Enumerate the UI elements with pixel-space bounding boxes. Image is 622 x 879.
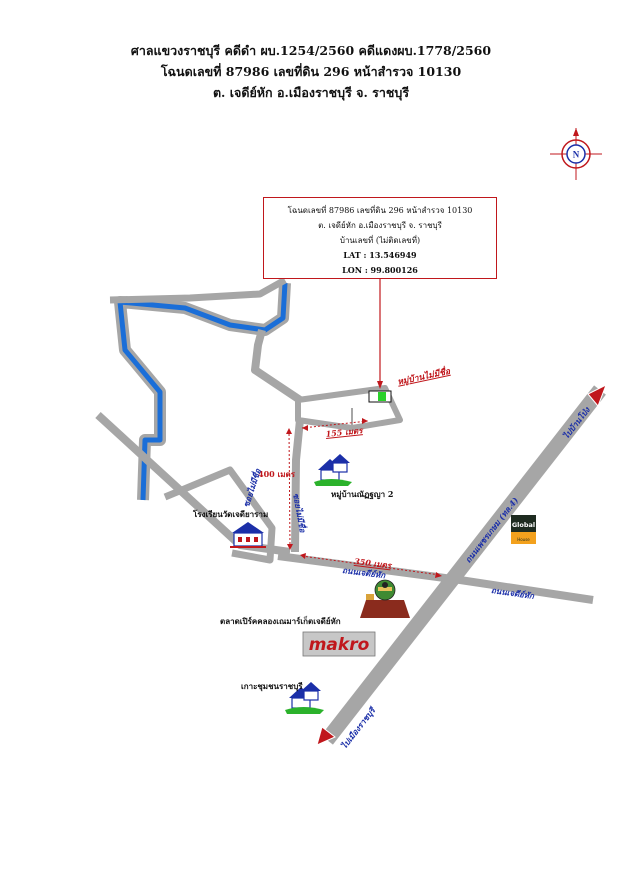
info-line-1: โฉนดเลขที่ 87986 เลขที่ดิน 296 หน้าสำรวจ… [287, 206, 473, 215]
target-parcel [368, 390, 392, 403]
plot-road [295, 385, 403, 431]
school-icon [230, 522, 266, 548]
info-line-2: ต. เจดีย์หัก อ.เมืองราชบุรี จ. ราชบุรี [318, 221, 442, 230]
map-header: ศาลแขวงราชบุรี คดีดำ ผบ.1254/2560 คดีแดง… [0, 40, 622, 103]
road-phet-kasem [321, 385, 606, 745]
market-icon [360, 579, 410, 618]
road-school-loop [163, 466, 276, 564]
global-house-logo: Global House [511, 515, 536, 544]
soi-main [291, 419, 304, 553]
dimension-350 [301, 555, 441, 576]
label-village-2: หมู่บ้านณัฏฐญา 2 [331, 489, 394, 499]
label-market: ตลาดเปิร์คคลองเณมาร์เก็ตเจดีย์หัก [220, 616, 341, 626]
info-lat: LAT : 13.546949 [343, 250, 417, 260]
header-line-1: ศาลแขวงราชบุรี คดีดำ ผบ.1254/2560 คดีแดง… [130, 43, 492, 58]
header-line-3: ต. เจดีย์หัก อ.เมืองราชบุรี จ. ราชบุรี [212, 85, 410, 100]
community-house-icon [285, 682, 324, 714]
global-house-subtext: House [517, 537, 530, 542]
village-house-icon [314, 454, 352, 486]
dimension-400 [288, 429, 291, 549]
highway-arrow-northeast [587, 383, 607, 407]
makro-text: makro [309, 635, 370, 655]
highway-arrow-southwest [316, 726, 336, 746]
label-koh-community: เกาะชุมชนราชบุรี [241, 681, 303, 691]
roads [95, 276, 606, 745]
makro-logo: makro [302, 631, 376, 657]
header-line-2: โฉนดเลขที่ 87986 เลขที่ดิน 296 หน้าสำรวจ… [160, 64, 462, 79]
road-north [251, 328, 303, 404]
road-riverbank [109, 276, 287, 304]
compass-rose: N [550, 128, 602, 180]
label-distance-400: 400 เมตร [258, 469, 295, 479]
compass-label: N [573, 150, 580, 160]
pointer-line [377, 279, 383, 389]
label-school: โรงเรียนวัดเจดียาราม [193, 509, 269, 519]
dimension-155 [301, 420, 369, 429]
info-line-3: บ้านเลขที่ (ไม่ติดเลขที่) [339, 236, 421, 245]
parcel-info-box: โฉนดเลขที่ 87986 เลขที่ดิน 296 หน้าสำรวจ… [263, 197, 497, 279]
info-lon: LON : 99.800126 [342, 265, 418, 275]
global-house-text: Global [512, 521, 535, 529]
